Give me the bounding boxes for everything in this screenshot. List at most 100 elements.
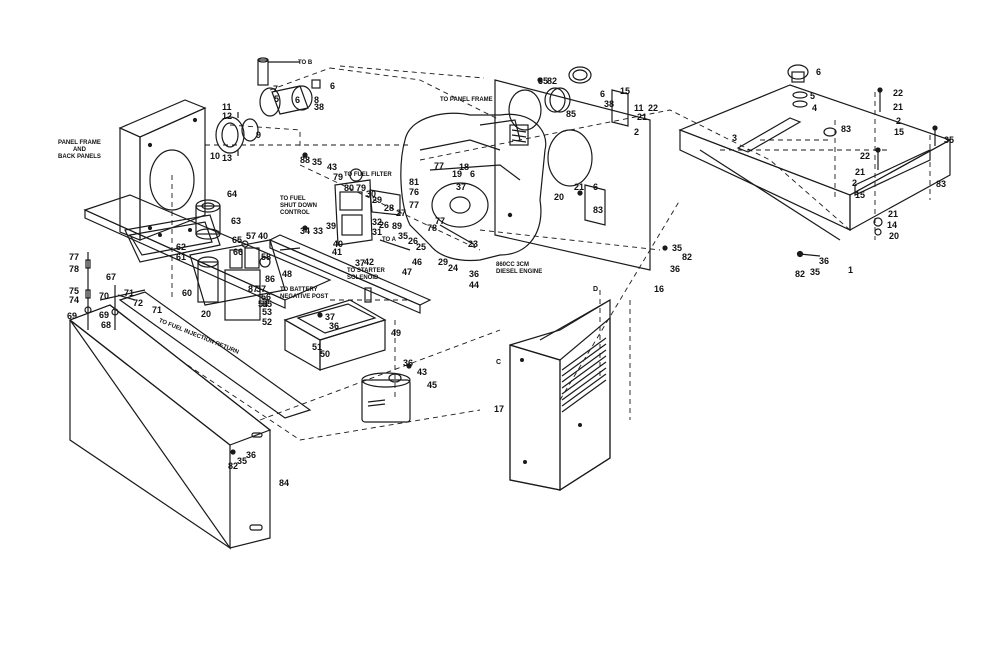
callout-37a: 37 [355,258,366,268]
callout-66: 66 [233,247,244,257]
callout-76: 76 [409,187,420,197]
callout-38b: 38 [604,99,615,109]
callout-13: 13 [222,153,233,163]
callout-86: 86 [265,274,276,284]
callout-78: 78 [427,223,438,233]
callout-36d: 36 [329,321,340,331]
callout-64: 64 [227,189,238,199]
callout-38: 38 [314,102,325,112]
note-to-b: TO B [298,60,313,66]
callout-45: 45 [427,380,438,390]
callout-6d: 6 [816,67,822,77]
callout-1: 1 [848,265,854,275]
marker-c: C [496,359,502,366]
callout-15a: 15 [620,86,631,96]
callout-10: 10 [210,151,221,161]
callout-75: 75 [69,286,80,296]
callout-34: 34 [300,226,311,236]
callout-21d: 21 [888,209,899,219]
callout-22b: 22 [893,88,904,98]
callout-62: 62 [176,242,187,252]
misc-bolts [230,77,668,455]
callout-37c: 37 [256,284,267,294]
long-rail [268,234,432,314]
callout-15c: 15 [855,190,866,200]
callout-30: 30 [366,189,377,199]
callout-40b: 40 [258,231,269,241]
callout-6f: 6 [593,182,599,192]
callout-35f: 35 [672,243,683,253]
callout-16: 16 [654,284,665,294]
callout-33: 33 [313,226,324,236]
callout-42: 42 [364,257,375,267]
left-fittings [84,252,136,330]
callout-83b: 83 [936,179,947,189]
callout-25: 25 [416,242,427,252]
callout-32: 32 [372,217,383,227]
callout-61: 61 [176,252,187,262]
callout-5b: 5 [810,91,816,101]
right-hardware [796,87,938,258]
callout-80: 80 [344,183,355,193]
callout-18: 18 [459,162,470,172]
callout-54: 54 [258,299,269,309]
control-bracket [189,239,301,321]
diesel-engine [400,112,547,262]
callout-8: 8 [314,95,320,105]
callout-29: 29 [372,195,383,205]
callout-71a: 71 [124,288,135,298]
callout-82d: 82 [228,461,239,471]
callout-35b: 35 [944,135,955,145]
callout-78b: 78 [69,264,80,274]
top-cover [678,84,952,241]
note-to-panel-frame: TO PANEL FRAME [440,97,493,103]
callout-15b: 15 [894,127,905,137]
callout-36f: 36 [246,450,257,460]
muffler-assembly [257,57,321,117]
callout-37b: 37 [456,182,467,192]
callout-84: 84 [279,478,290,488]
callout-67: 67 [106,272,117,282]
callout-56: 56 [261,292,272,302]
callout-70: 70 [99,291,110,301]
callout-77d: 77 [69,252,80,262]
callout-60: 60 [182,288,193,298]
callout-77c: 77 [435,216,446,226]
panel-frame-back-panel [118,99,207,241]
callout-41: 41 [332,247,343,257]
front-panel [68,304,272,550]
callout-82b: 82 [795,269,806,279]
callout-46: 46 [412,257,423,267]
callout-20b: 20 [554,192,565,202]
callout-22c: 22 [860,151,871,161]
callout-7: 7 [273,84,279,94]
callout-29b: 29 [438,257,449,267]
callout-65: 65 [232,235,243,245]
callout-44: 44 [469,280,480,290]
callout-43a: 43 [327,162,338,172]
callout-27: 27 [396,208,407,218]
callout-57: 57 [246,231,257,241]
callout-6c: 6 [600,89,606,99]
callout-79: 79 [333,172,344,182]
fuel-cap [787,64,809,108]
callout-68: 68 [101,320,112,330]
callout-31: 31 [372,227,383,237]
callout-35d: 35 [312,157,323,167]
note-to-fuel-filter: TO FUEL FILTER [344,172,392,178]
note-to-starter-solenoid: TO STARTER SOLENOID [347,268,385,281]
callout-63: 63 [231,216,242,226]
note-to-battery-negative: TO BATTERY NEGATIVE POST [280,287,329,300]
callout-11: 11 [222,102,232,112]
callout-50: 50 [320,349,331,359]
callout-6a: 6 [330,81,336,91]
callout-83a: 83 [841,124,852,134]
callout-82a: 82 [547,76,558,86]
solenoid-bracket [334,168,411,251]
callout-36b: 36 [469,269,480,279]
callout-6e: 6 [470,169,476,179]
callout-72: 72 [133,298,144,308]
note-diesel-engine: 860cc 3cm DIESEL ENGINE [496,262,543,275]
callout-21c: 21 [855,167,866,177]
